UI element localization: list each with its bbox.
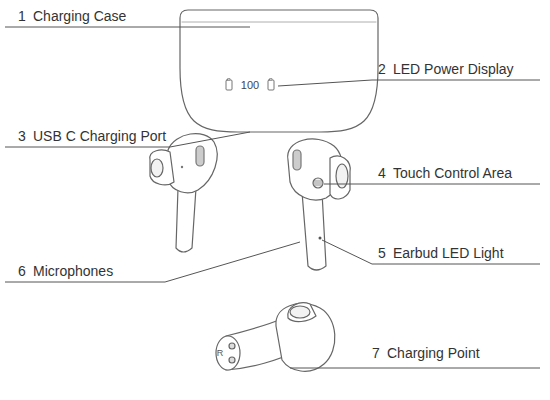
part-name: USB C Charging Port	[33, 128, 166, 144]
callout-number: 6	[18, 263, 26, 279]
part-name: LED Power Display	[393, 61, 514, 77]
charging-point-earbud	[216, 303, 335, 371]
leader-lines	[5, 27, 540, 368]
charging-case	[180, 10, 378, 132]
leader-line	[5, 242, 300, 282]
leader-line	[324, 184, 540, 185]
display-reading: 100	[241, 79, 259, 91]
part-name: Touch Control Area	[393, 165, 512, 181]
callout-number: 1	[18, 8, 26, 24]
part-name: Charging Point	[387, 345, 480, 361]
leader-line	[5, 27, 250, 28]
right-earbud	[288, 139, 351, 270]
leader-line	[322, 240, 540, 264]
part-name: Earbud LED Light	[393, 245, 504, 261]
part-name: Microphones	[33, 263, 113, 279]
callout-number: 7	[372, 345, 380, 361]
leader-line	[290, 368, 540, 369]
callout-number: 5	[378, 245, 386, 261]
callout-number: 3	[18, 128, 26, 144]
callout-number: 2	[378, 61, 386, 77]
side-mark: R	[217, 348, 224, 358]
callout-number: 4	[378, 165, 386, 181]
part-name: Charging Case	[33, 8, 126, 24]
left-earbud	[150, 134, 217, 252]
leader-line	[278, 80, 540, 86]
